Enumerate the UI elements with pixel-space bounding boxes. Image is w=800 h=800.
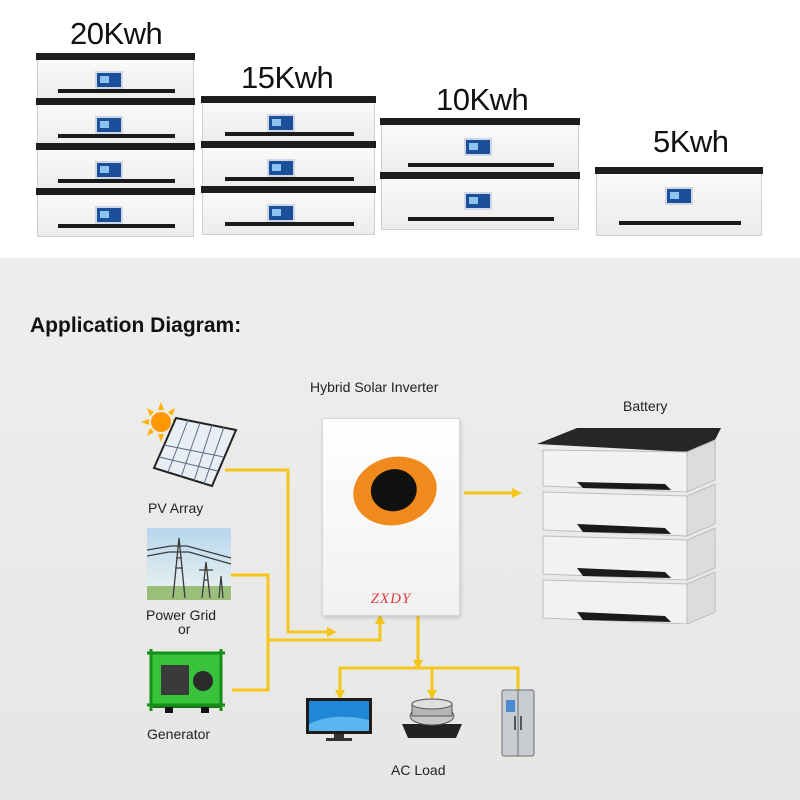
battery-stack-15kwh (201, 96, 376, 235)
inverter-front-panel (346, 449, 444, 533)
battery-module (201, 186, 376, 235)
battery-stack-10kwh (380, 118, 580, 231)
cooktop-icon (398, 694, 466, 742)
battery-capacity-panel: 20Kwh 15Kwh 10Kwh 5Kwh (0, 0, 800, 258)
capacity-label-20kwh: 20Kwh (70, 16, 163, 51)
or-label: or (178, 621, 191, 637)
capacity-label-10kwh: 10Kwh (436, 82, 529, 117)
pv-array-label: PV Array (148, 500, 204, 516)
grid-generator-wire (268, 620, 382, 642)
inverter-label: Hybrid Solar Inverter (310, 379, 439, 395)
load-bus-wire (338, 666, 520, 692)
battery-stack-5kwh (595, 167, 763, 236)
capacity-label-15kwh: 15Kwh (241, 60, 334, 95)
generator-icon (143, 645, 229, 717)
solar-panel-icon (138, 400, 238, 492)
battery-module (36, 143, 195, 192)
battery-module (201, 141, 376, 190)
battery-module (36, 53, 195, 102)
battery-stack-20kwh (36, 53, 195, 238)
power-grid-icon (146, 528, 232, 600)
tv-icon (304, 696, 374, 742)
generator-label: Generator (147, 726, 211, 742)
battery-stack-diagram (537, 428, 721, 625)
battery-module (595, 167, 763, 236)
battery-label: Battery (623, 398, 668, 414)
refrigerator-icon (500, 688, 536, 758)
diagram-title: Application Diagram: (30, 314, 242, 337)
hybrid-solar-inverter: ZXDY (322, 418, 460, 616)
power-grid-label: Power Grid (146, 607, 217, 623)
pv-wire (225, 468, 333, 634)
capacity-label-5kwh: 5Kwh (653, 124, 729, 159)
grid-wire (230, 573, 270, 692)
battery-module (36, 188, 195, 237)
inverter-brand: ZXDY (370, 591, 412, 607)
battery-module (36, 98, 195, 147)
battery-module (380, 172, 580, 230)
ac-load-label: AC Load (391, 762, 446, 778)
